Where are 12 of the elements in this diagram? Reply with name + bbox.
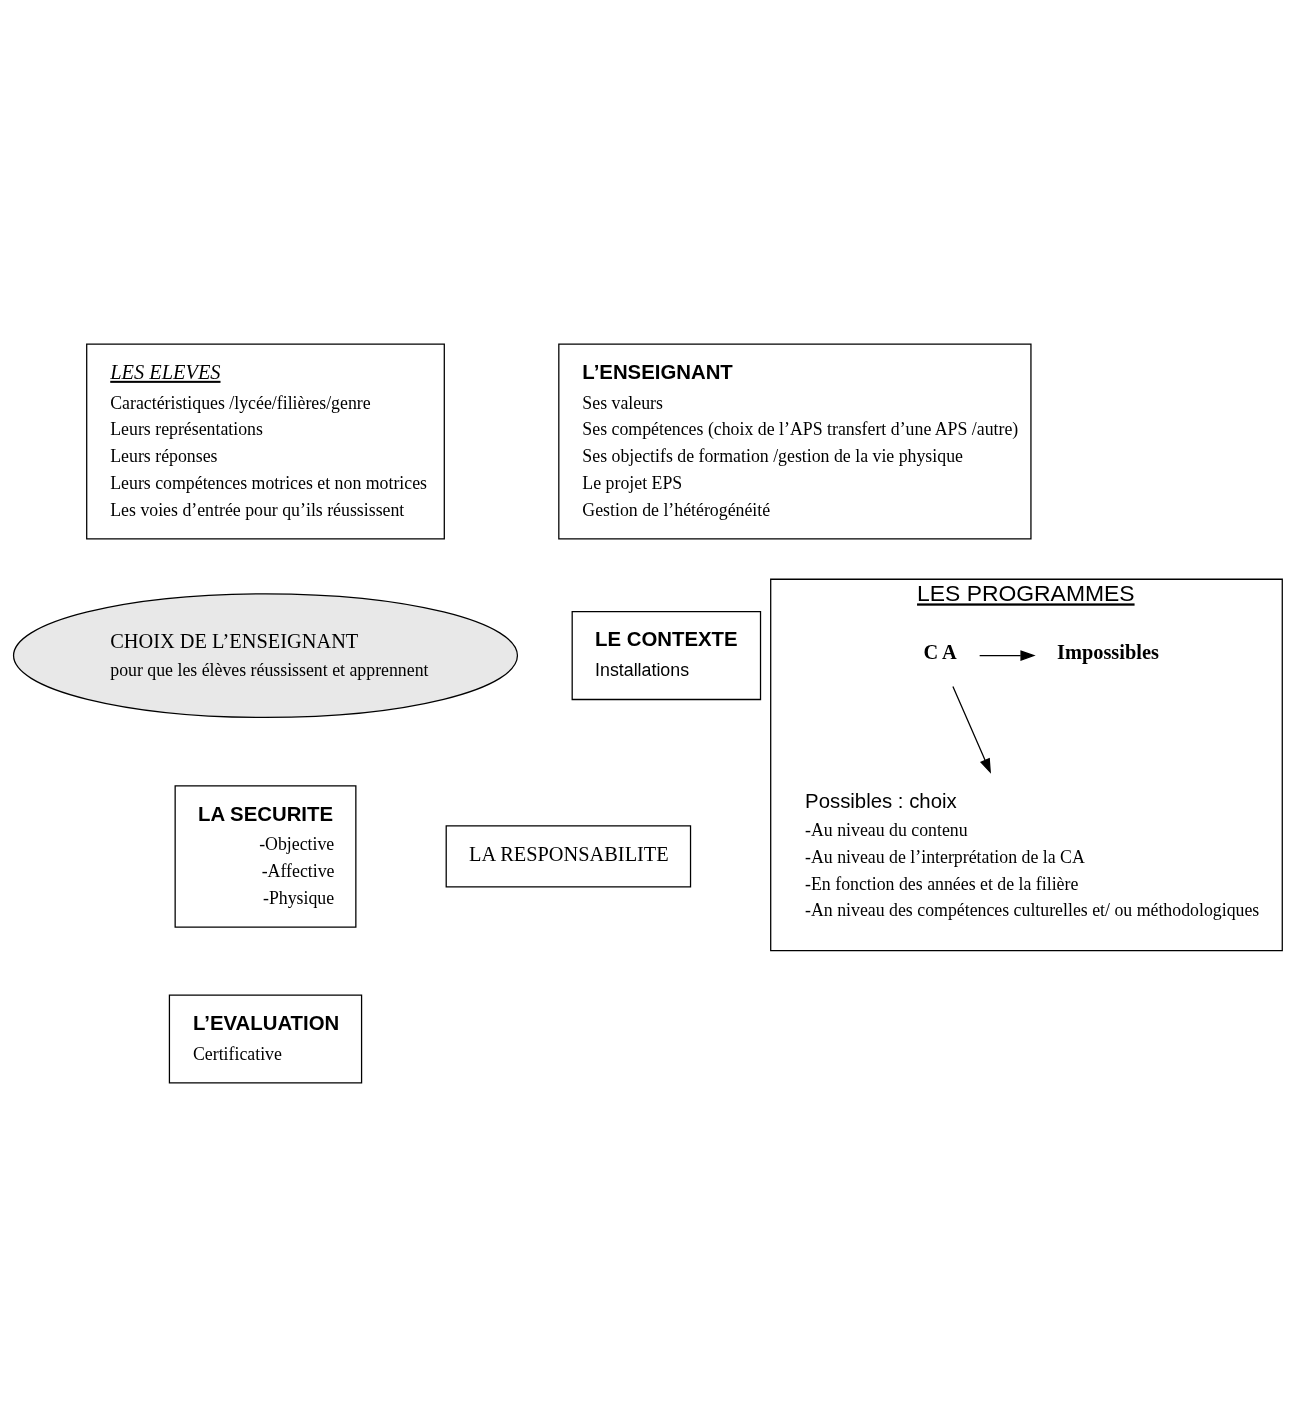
node-box: LES ELEVES Caractéristiques /lycée/filières/genre Leurs représentations Leurs réponses Leurs compétences motrices et non motrices Les voies d’entrée pour qu’ils réussissent xyxy=(86,343,445,540)
node-box: LE CONTEXTE Installations xyxy=(571,611,762,701)
node-box: LA SECURITE -Objective -Affective -Physique xyxy=(174,785,357,928)
arrow xyxy=(952,685,991,774)
node-text: C A xyxy=(923,641,957,664)
node-box: L’ENSEIGNANT Ses valeurs Ses compétences (choix de l’APS transfert d’une APS /autre) Ses objectifs de formation /gestion de la vie physique Le projet EPS Gestion de l’hétérogénéité xyxy=(558,343,1032,540)
arrow xyxy=(979,650,1036,661)
node-box: LA RESPONSABILITE xyxy=(445,825,692,888)
node-text: Possibles : choix -Au niveau du contenu -Au niveau de l’interprétation de la CA -En fonction des années et de la filière -An niveau des compétences culturelles et/ ou méthodologiques xyxy=(805,789,1260,921)
node-text: Impossibles xyxy=(1057,641,1159,664)
node-ellipse: CHOIX DE L’ENSEIGNANT pour que les élèves réussissent et apprennent xyxy=(12,593,519,719)
node-box: L’EVALUATION Certificative xyxy=(168,994,363,1084)
